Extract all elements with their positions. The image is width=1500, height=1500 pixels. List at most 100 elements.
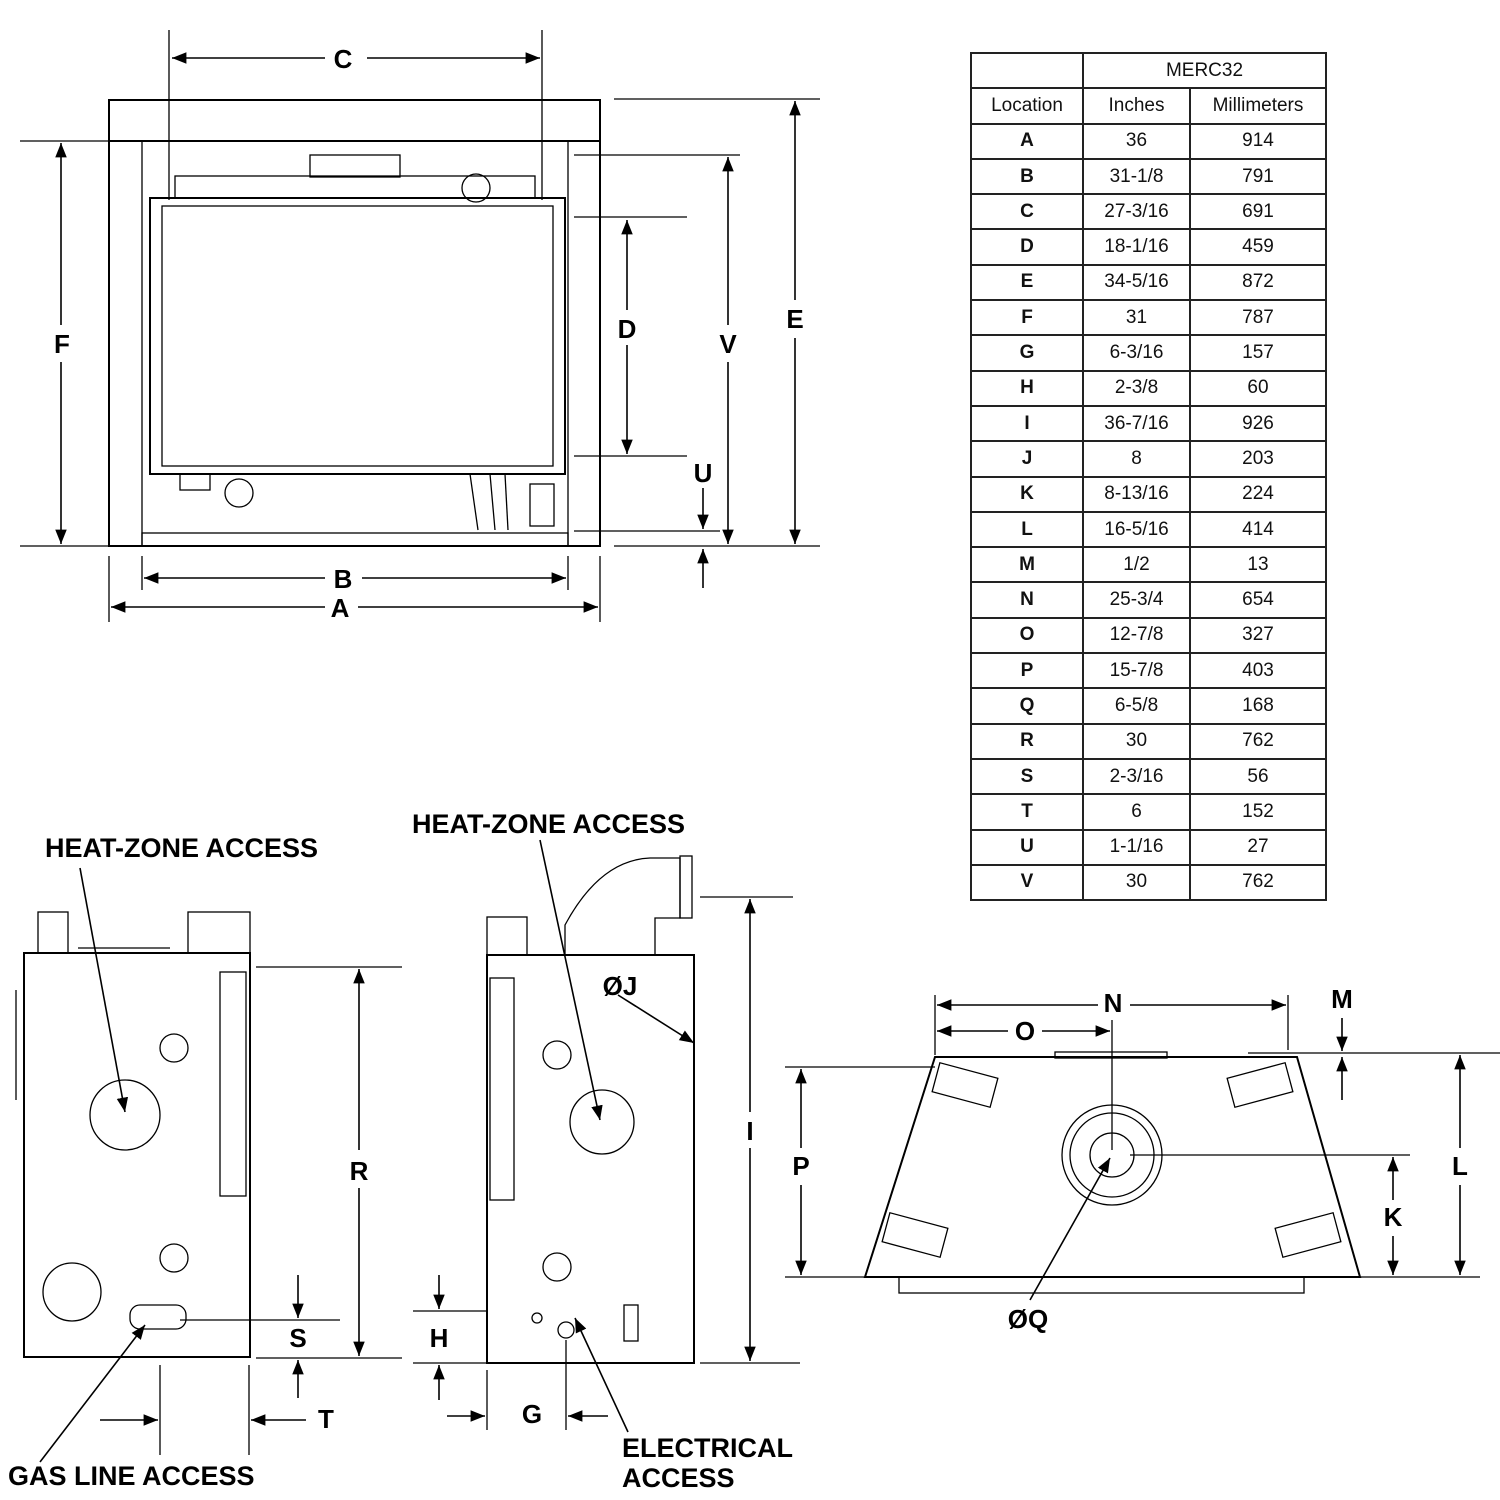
table-model-row: MERC32 [970, 51, 1327, 90]
dim-label-n: N [1104, 988, 1123, 1018]
millimeters-cell: 203 [1189, 440, 1327, 478]
inches-cell: 31 [1082, 299, 1191, 337]
dim-label-g: G [522, 1399, 542, 1429]
inches-cell: 8 [1082, 440, 1191, 478]
location-cell: G [970, 334, 1084, 372]
location-cell: I [970, 404, 1084, 443]
dim-label-e: E [786, 304, 803, 334]
location-cell: D [970, 228, 1084, 266]
right-side-view: I H G ØJ HEAT-ZONE ACCESS ELECTRICAL ACC… [412, 809, 800, 1493]
millimeters-cell: 224 [1189, 475, 1327, 513]
model-header: MERC32 [1082, 51, 1327, 90]
millimeters-cell: 168 [1189, 687, 1327, 725]
location-cell: N [970, 581, 1084, 619]
dim-label-j: ØJ [603, 971, 638, 1001]
inches-cell: 6-3/16 [1082, 334, 1191, 372]
location-cell: E [970, 263, 1084, 302]
millimeters-cell: 27 [1189, 828, 1327, 866]
inches-cell: 1-1/16 [1082, 828, 1191, 866]
top-view: N O M P L K ØQ [785, 984, 1500, 1334]
left-side-view: R S T HEAT-ZONE ACCESS GAS LINE ACCESS [8, 833, 402, 1491]
inches-cell: 34-5/16 [1082, 263, 1191, 302]
gas-line-access-callout: GAS LINE ACCESS [8, 1461, 255, 1491]
millimeters-cell: 914 [1189, 122, 1327, 160]
millimeters-cell: 926 [1189, 404, 1327, 443]
millimeters-cell: 152 [1189, 793, 1327, 831]
millimeters-cell: 872 [1189, 263, 1327, 302]
dim-label-t: T [318, 1404, 334, 1434]
inches-cell: 2-3/16 [1082, 757, 1191, 796]
dim-label-p: P [792, 1151, 809, 1181]
dim-label-h: H [430, 1323, 449, 1353]
millimeters-cell: 414 [1189, 510, 1327, 549]
dim-label-i: I [746, 1116, 753, 1146]
inches-cell: 2-3/8 [1082, 369, 1191, 407]
millimeters-cell: 60 [1189, 369, 1327, 407]
inches-cell: 36 [1082, 122, 1191, 160]
inches-cell: 8-13/16 [1082, 475, 1191, 513]
location-cell: S [970, 757, 1084, 796]
heat-zone-access-callout-left: HEAT-ZONE ACCESS [45, 833, 318, 863]
electrical-access-callout-line1: ELECTRICAL [622, 1433, 793, 1463]
millimeters-cell: 13 [1189, 546, 1327, 584]
location-cell: H [970, 369, 1084, 407]
millimeters-cell: 762 [1189, 722, 1327, 760]
location-cell: U [970, 828, 1084, 866]
inches-cell: 6 [1082, 793, 1191, 831]
location-cell: Q [970, 687, 1084, 725]
location-cell: R [970, 722, 1084, 760]
inches-cell: 6-5/8 [1082, 687, 1191, 725]
location-cell: J [970, 440, 1084, 478]
dim-label-l: L [1452, 1151, 1468, 1181]
inches-cell: 25-3/4 [1082, 581, 1191, 619]
millimeters-cell: 654 [1189, 581, 1327, 619]
dim-label-d: D [618, 314, 637, 344]
millimeters-cell: 157 [1189, 334, 1327, 372]
location-cell: C [970, 193, 1084, 231]
front-view: C F D V E U B A [20, 30, 820, 623]
dim-label-k: K [1384, 1202, 1403, 1232]
inches-cell: 31-1/8 [1082, 157, 1191, 196]
dim-label-f: F [54, 329, 70, 359]
dim-label-s: S [289, 1323, 306, 1353]
location-cell: A [970, 122, 1084, 160]
millimeters-cell: 403 [1189, 652, 1327, 690]
dim-label-v: V [719, 329, 737, 359]
inches-cell: 36-7/16 [1082, 404, 1191, 443]
millimeters-cell: 691 [1189, 193, 1327, 231]
millimeters-cell: 56 [1189, 757, 1327, 796]
millimeters-cell: 459 [1189, 228, 1327, 266]
millimeters-cell: 791 [1189, 157, 1327, 196]
inches-cell: 27-3/16 [1082, 193, 1191, 231]
inches-cell: 30 [1082, 863, 1191, 902]
dim-label-c: C [334, 44, 353, 74]
location-cell: B [970, 157, 1084, 196]
dim-label-r: R [350, 1156, 369, 1186]
inches-cell: 15-7/8 [1082, 652, 1191, 690]
inches-cell: 12-7/8 [1082, 616, 1191, 655]
dim-label-q: ØQ [1008, 1304, 1048, 1334]
location-cell: P [970, 652, 1084, 690]
location-header: Location [970, 87, 1084, 125]
inches-header: Inches [1082, 87, 1191, 125]
heat-zone-access-callout-middle: HEAT-ZONE ACCESS [412, 809, 685, 839]
location-cell: L [970, 510, 1084, 549]
